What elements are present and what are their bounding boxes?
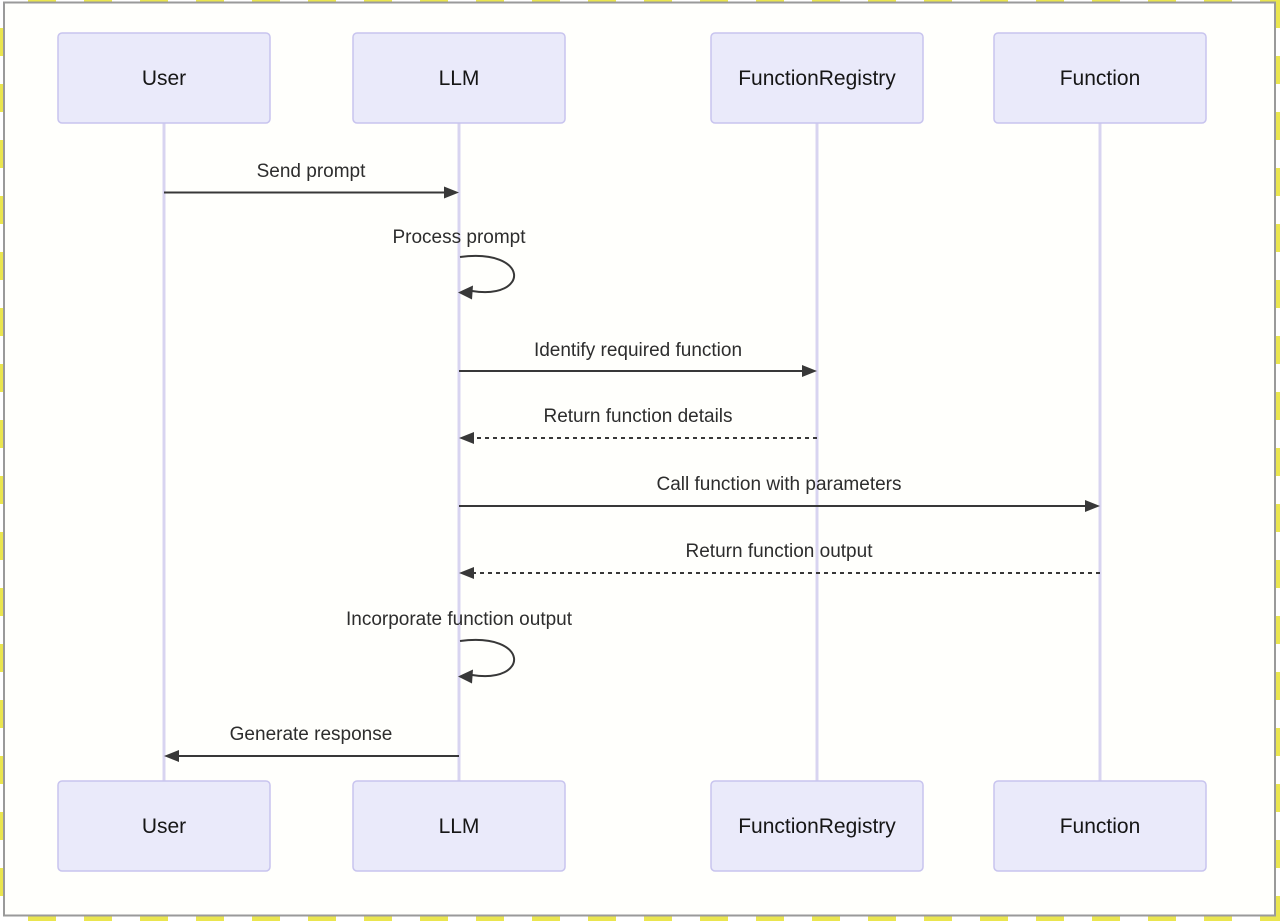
message-label: Generate response [230, 724, 393, 745]
message-label: Incorporate function output [346, 609, 573, 630]
message-incorporate-function-output: Incorporate function output [346, 609, 573, 684]
actor-box [993, 32, 1207, 124]
actor-box [57, 32, 271, 124]
message-label: Process prompt [392, 227, 526, 248]
message-label: Identify required function [534, 340, 742, 361]
arrowhead-icon [458, 669, 473, 684]
actor-box [710, 780, 924, 872]
message-generate-response: Generate response [164, 724, 459, 762]
actor-top-user: User [57, 32, 271, 124]
arrowhead-icon [459, 567, 474, 579]
actor-top-functionregistry: FunctionRegistry [710, 32, 924, 124]
actor-top-function: Function [993, 32, 1207, 124]
actor-top-llm: LLM [352, 32, 566, 124]
message-return-function-details: Return function details [459, 406, 817, 444]
actor-box [57, 780, 271, 872]
message-identify-required-function: Identify required function [459, 340, 817, 377]
actor-bottom-user: User [57, 780, 271, 872]
arrowhead-icon [164, 750, 179, 762]
diagram-canvas [3, 1, 1276, 917]
actor-label-function: Function [1060, 815, 1141, 838]
actor-label-user: User [142, 67, 186, 90]
message-label: Return function details [543, 406, 732, 427]
message-label: Return function output [686, 541, 874, 562]
actor-bottom-functionregistry: FunctionRegistry [710, 780, 924, 872]
actor-label-llm: LLM [439, 815, 480, 838]
self-loop-line [459, 638, 515, 678]
actor-box [710, 32, 924, 124]
actor-label-function: Function [1060, 67, 1141, 90]
actor-box [993, 780, 1207, 872]
message-send-prompt: Send prompt [164, 161, 459, 199]
message-return-function-output: Return function output [459, 541, 1100, 579]
actor-label-llm: LLM [439, 67, 480, 90]
arrowhead-icon [802, 365, 817, 377]
arrowhead-icon [459, 432, 474, 444]
message-call-function-with-parameters: Call function with parameters [459, 474, 1100, 512]
actor-box [352, 780, 566, 872]
actor-bottom-function: Function [993, 780, 1207, 872]
arrowhead-icon [458, 285, 473, 300]
actor-bottom-llm: LLM [352, 780, 566, 872]
actor-label-functionregistry: FunctionRegistry [738, 815, 896, 838]
arrowhead-icon [1085, 500, 1100, 512]
self-loop-line [459, 254, 515, 294]
actor-label-functionregistry: FunctionRegistry [738, 67, 896, 90]
message-label: Send prompt [257, 161, 367, 182]
arrowhead-icon [444, 186, 459, 199]
message-label: Call function with parameters [657, 474, 902, 495]
actor-label-user: User [142, 815, 186, 838]
actor-box [352, 32, 566, 124]
message-process-prompt: Process prompt [392, 227, 526, 300]
